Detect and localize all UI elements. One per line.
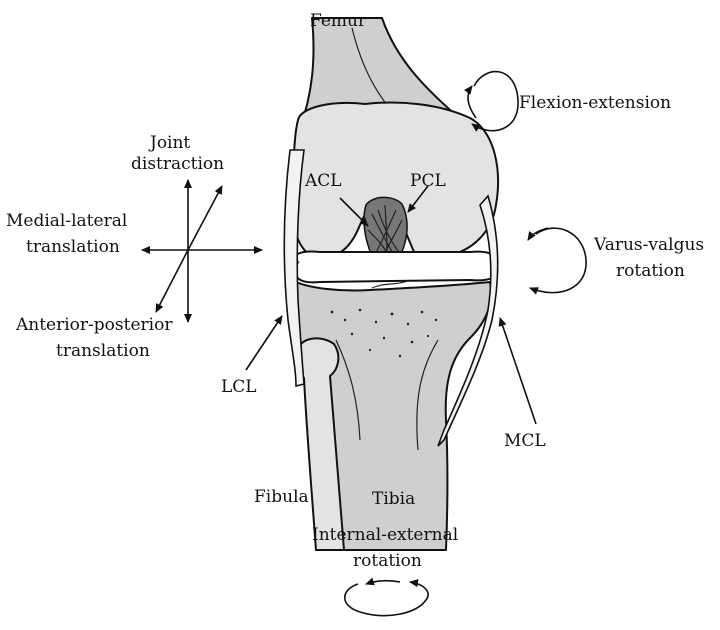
label-mcl: MCL <box>504 431 546 451</box>
label-internal-external: Internal-external <box>312 525 458 545</box>
label-antpost-translation: translation <box>56 341 150 361</box>
label-lcl: LCL <box>221 377 257 397</box>
label-internal-rotation: rotation <box>353 551 422 571</box>
label-medial-lateral: Medial-lateral <box>6 211 127 231</box>
label-fibula: Fibula <box>254 487 309 507</box>
internal-external-arrow <box>343 577 429 617</box>
label-varus-valgus: Varus-valgus <box>593 235 704 255</box>
meniscus <box>294 250 499 284</box>
intercondylar-notch <box>363 196 408 257</box>
label-joint: Joint <box>148 133 190 153</box>
label-acl: ACL <box>304 171 342 191</box>
label-flexion-extension: Flexion-extension <box>519 93 671 113</box>
label-distraction: distraction <box>131 154 224 174</box>
bone-texture <box>330 308 438 358</box>
flexion-extension-arrow <box>464 70 519 132</box>
label-femur: Femur <box>310 11 367 31</box>
label-varus-rotation: rotation <box>616 261 685 281</box>
pointer-lines <box>245 185 537 425</box>
varus-valgus-arrow <box>527 227 587 295</box>
label-medial-translation: translation <box>26 237 120 257</box>
translation-axes <box>141 179 263 323</box>
lcl-ligament <box>283 149 305 388</box>
label-anterior-posterior: Anterior-posterior <box>15 315 173 335</box>
label-pcl: PCL <box>410 171 446 191</box>
label-tibia: Tibia <box>372 489 415 509</box>
mcl-ligament <box>437 194 499 447</box>
